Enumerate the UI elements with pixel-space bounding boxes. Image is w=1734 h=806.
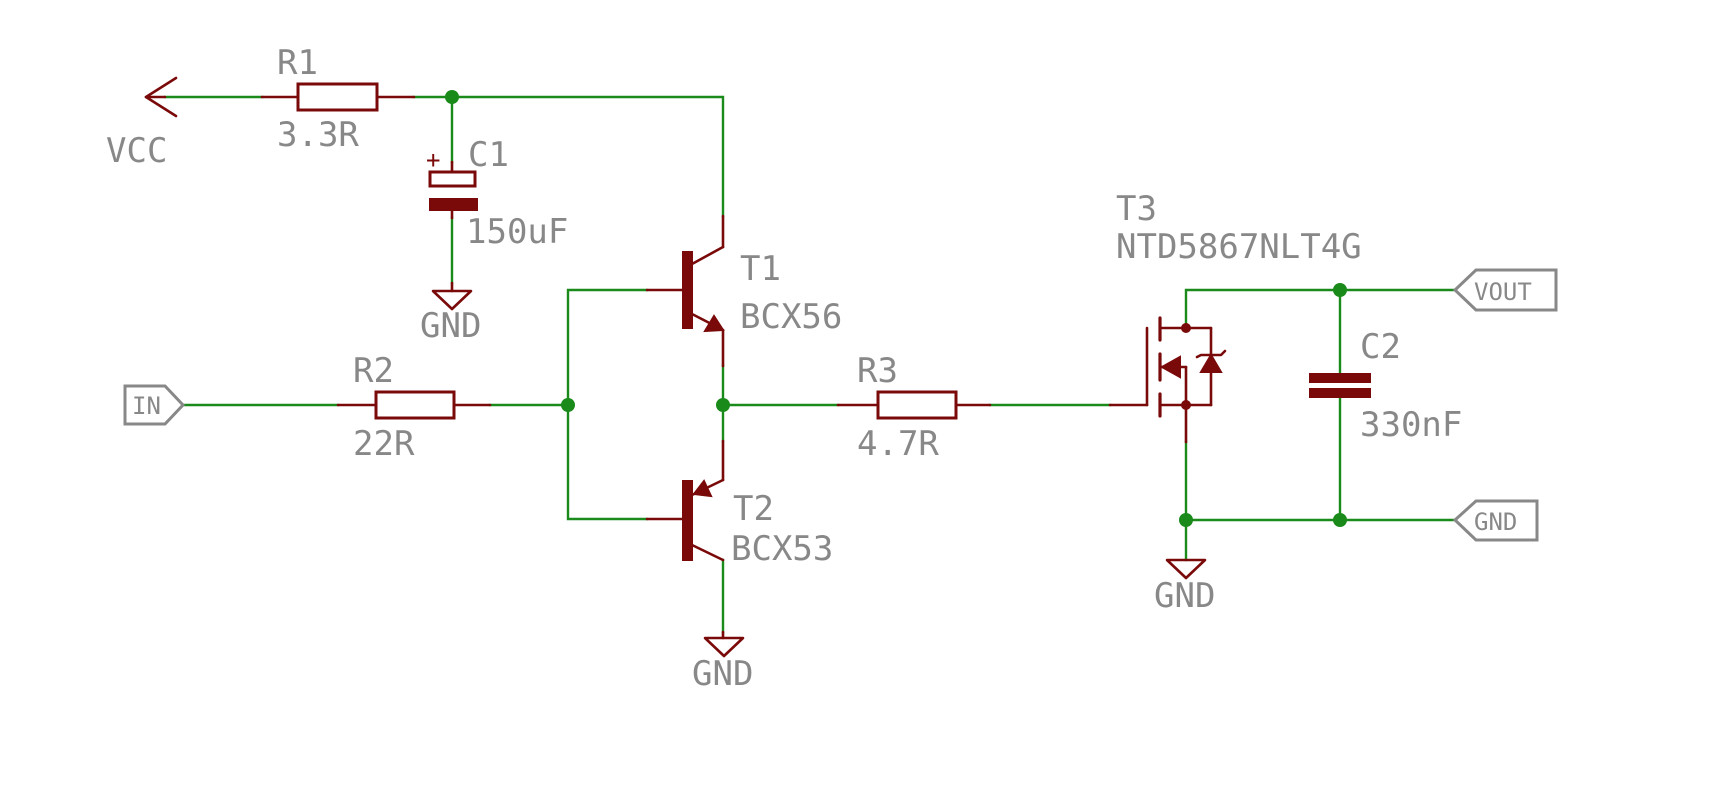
gnd-label: GND	[1154, 576, 1215, 616]
t1-value: BCX56	[740, 297, 842, 337]
vcc-label: VCC	[106, 131, 167, 171]
wire	[1184, 288, 1457, 330]
r1-value: 3.3R	[277, 115, 359, 155]
junction-dot	[1333, 283, 1347, 297]
port-gnd: GND	[1452, 499, 1539, 542]
c1-polarity: +	[426, 146, 440, 174]
port-in: IN	[123, 384, 186, 426]
capacitor-c1: + C1 150uF	[426, 135, 568, 252]
junction-dot	[1333, 513, 1347, 527]
vcc-symbol: VCC	[106, 76, 178, 171]
port-in-label: IN	[132, 392, 161, 420]
resistor-r3: R3 4.7R	[836, 351, 992, 464]
gnd-label: GND	[420, 306, 481, 346]
r2-ref: R2	[353, 351, 394, 391]
port-vout-label: VOUT	[1474, 278, 1532, 306]
wire	[566, 288, 649, 521]
t2-ref: T2	[733, 489, 774, 529]
c1-value: 150uF	[466, 212, 568, 252]
c2-ref: C2	[1360, 327, 1401, 367]
r3-value: 4.7R	[857, 424, 939, 464]
junction-dot	[561, 398, 575, 412]
t1-ref: T1	[740, 249, 781, 289]
gnd-symbol-t2: GND	[692, 630, 753, 694]
t3-ref: T3	[1116, 189, 1157, 229]
wires	[163, 95, 1457, 634]
t2-value: BCX53	[731, 529, 833, 569]
junction-dot	[1179, 513, 1193, 527]
junction-dot	[445, 90, 459, 104]
gnd-label: GND	[692, 654, 753, 694]
mosfet-t3: T3 NTD5867NLT4G	[1108, 189, 1362, 444]
gnd-symbol-c1: GND	[420, 281, 481, 346]
capacitor-c2: C2 330nF	[1309, 327, 1462, 445]
transistor-t1: T1 BCX56	[645, 214, 842, 368]
r2-value: 22R	[353, 424, 415, 464]
resistor-r2: R2 22R	[336, 351, 492, 464]
resistor-r1: R1 3.3R	[260, 43, 416, 155]
t3-value: NTD5867NLT4G	[1116, 227, 1362, 267]
gnd-symbol-t3: GND	[1154, 558, 1215, 616]
wire	[412, 95, 725, 218]
port-vout: VOUT	[1452, 268, 1558, 312]
r1-ref: R1	[277, 43, 318, 83]
r3-ref: R3	[857, 351, 898, 391]
transistor-t2: T2 BCX53	[645, 439, 833, 569]
c1-ref: C1	[468, 135, 509, 175]
junctions	[445, 90, 1347, 527]
wire	[1184, 440, 1457, 522]
port-gnd-label: GND	[1474, 508, 1517, 536]
junction-dot	[716, 398, 730, 412]
c2-value: 330nF	[1360, 405, 1462, 445]
